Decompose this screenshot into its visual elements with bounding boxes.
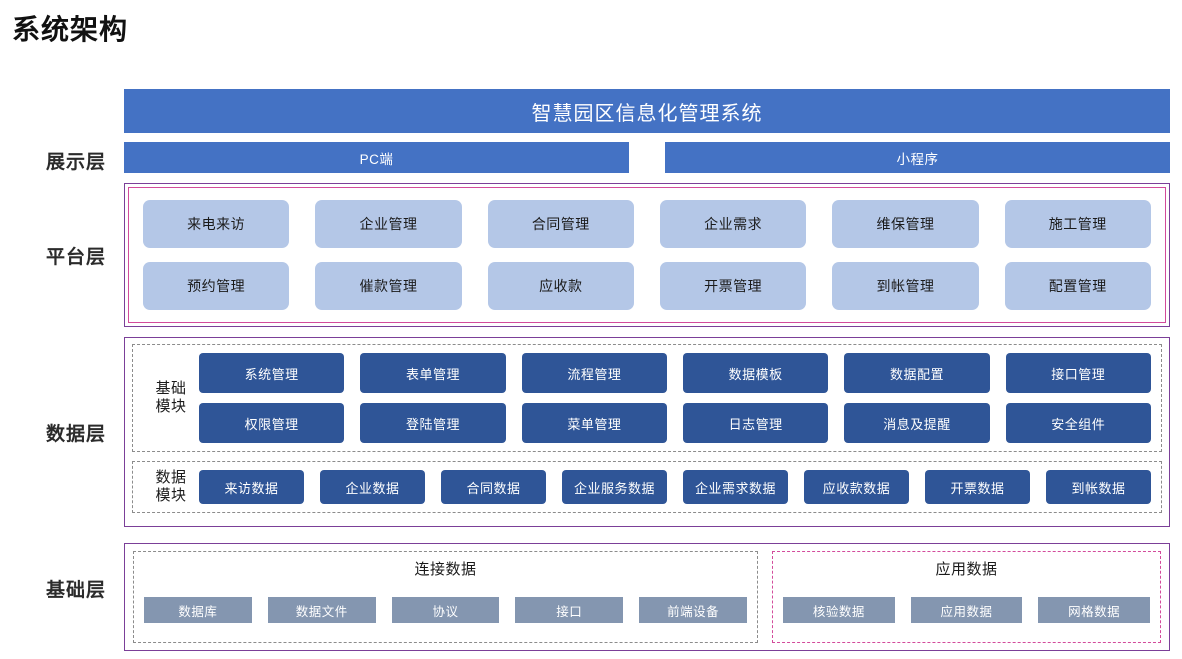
platform-layer-box: 来电来访 企业管理 合同管理 企业需求 维保管理 施工管理 预约管理 催款管理 …: [124, 183, 1170, 327]
basic-module-card[interactable]: 消息及提醒: [844, 403, 990, 443]
data-module-row: 来访数据 企业数据 合同数据 企业服务数据 企业需求数据 应收款数据 开票数据 …: [199, 470, 1151, 504]
platform-card[interactable]: 来电来访: [143, 200, 290, 248]
data-layer-box: 基础 模块 系统管理 表单管理 流程管理 数据模板 数据配置 接口管理 权限管理…: [124, 337, 1170, 527]
base-layer-box: 连接数据 数据库 数据文件 协议 接口 前端设备 应用数据 核验数据 应用数据 …: [124, 543, 1170, 651]
basic-module-grid: 系统管理 表单管理 流程管理 数据模板 数据配置 接口管理 权限管理 登陆管理 …: [199, 353, 1151, 443]
platform-card[interactable]: 开票管理: [659, 262, 807, 310]
data-module-card[interactable]: 到帐数据: [1046, 470, 1151, 504]
apply-data-chip[interactable]: 核验数据: [783, 597, 895, 623]
basic-module-box: 基础 模块 系统管理 表单管理 流程管理 数据模板 数据配置 接口管理 权限管理…: [132, 344, 1162, 452]
platform-card[interactable]: 企业管理: [315, 200, 462, 248]
data-module-grid: 来访数据 企业数据 合同数据 企业服务数据 企业需求数据 应收款数据 开票数据 …: [199, 470, 1151, 504]
basic-module-card[interactable]: 数据配置: [844, 353, 990, 393]
basic-module-card[interactable]: 表单管理: [360, 353, 506, 393]
apply-data-chip-row: 核验数据 应用数据 网格数据: [783, 588, 1151, 632]
basic-module-card[interactable]: 日志管理: [682, 403, 829, 443]
platform-layer-inner: 来电来访 企业管理 合同管理 企业需求 维保管理 施工管理 预约管理 催款管理 …: [128, 187, 1166, 323]
data-module-card[interactable]: 应收款数据: [804, 470, 909, 504]
data-module-card[interactable]: 企业服务数据: [562, 470, 667, 504]
data-module-card[interactable]: 来访数据: [199, 470, 304, 504]
basic-module-card[interactable]: 数据模板: [682, 353, 829, 393]
basic-module-row-2: 权限管理 登陆管理 菜单管理 日志管理 消息及提醒 安全组件: [199, 403, 1151, 443]
connect-data-chip[interactable]: 前端设备: [639, 597, 747, 623]
apply-data-title: 应用数据: [935, 561, 998, 578]
system-title-banner: 智慧园区信息化管理系统: [124, 89, 1170, 133]
apply-data-chip[interactable]: 应用数据: [910, 597, 1023, 623]
layer-label-platform: 平台层: [45, 247, 106, 268]
connect-data-chip[interactable]: 数据库: [144, 597, 252, 623]
platform-row-1: 来电来访 企业管理 合同管理 企业需求 维保管理 施工管理: [143, 200, 1151, 248]
platform-card[interactable]: 到帐管理: [832, 262, 979, 310]
data-module-card[interactable]: 开票数据: [925, 470, 1030, 504]
data-module-tag: 数据 模块: [143, 469, 199, 504]
platform-card[interactable]: 合同管理: [487, 200, 634, 248]
platform-card[interactable]: 应收款: [487, 262, 634, 310]
basic-module-card[interactable]: 菜单管理: [521, 403, 667, 443]
basic-module-card[interactable]: 流程管理: [521, 353, 667, 393]
apply-data-group: 应用数据 核验数据 应用数据 网格数据: [772, 551, 1161, 643]
client-endpoint-row: PC端 小程序: [124, 142, 1170, 173]
platform-card[interactable]: 配置管理: [1004, 262, 1151, 310]
data-module-tag-line1: 数据: [155, 469, 187, 487]
basic-module-card[interactable]: 登陆管理: [360, 403, 506, 443]
data-module-card[interactable]: 合同数据: [441, 470, 546, 504]
platform-card[interactable]: 企业需求: [659, 200, 807, 248]
client-miniprogram[interactable]: 小程序: [665, 142, 1170, 173]
basic-module-tag: 基础 模块: [143, 380, 199, 415]
basic-module-row-1: 系统管理 表单管理 流程管理 数据模板 数据配置 接口管理: [199, 353, 1151, 393]
connect-data-chip-row: 数据库 数据文件 协议 接口 前端设备: [144, 588, 747, 632]
data-module-box: 数据 模块 来访数据 企业数据 合同数据 企业服务数据 企业需求数据 应收款数据…: [132, 461, 1162, 513]
basic-module-card[interactable]: 系统管理: [199, 353, 345, 393]
client-pc[interactable]: PC端: [124, 142, 629, 173]
layer-label-display: 展示层: [45, 152, 106, 173]
connect-data-chip[interactable]: 接口: [515, 597, 624, 623]
connect-data-chip[interactable]: 数据文件: [267, 597, 376, 623]
basic-module-tag-line1: 基础: [155, 380, 187, 398]
page-title: 系统架构: [12, 14, 129, 45]
layer-label-data: 数据层: [45, 424, 106, 445]
platform-card[interactable]: 维保管理: [832, 200, 979, 248]
platform-row-2: 预约管理 催款管理 应收款 开票管理 到帐管理 配置管理: [143, 262, 1151, 310]
basic-module-card[interactable]: 安全组件: [1005, 403, 1151, 443]
platform-card[interactable]: 施工管理: [1004, 200, 1151, 248]
platform-card[interactable]: 预约管理: [143, 262, 290, 310]
data-module-tag-line2: 模块: [155, 487, 187, 504]
basic-module-tag-line2: 模块: [155, 398, 187, 415]
basic-module-card[interactable]: 接口管理: [1005, 353, 1151, 393]
basic-module-card[interactable]: 权限管理: [199, 403, 345, 443]
connect-data-title: 连接数据: [414, 561, 477, 578]
data-module-card[interactable]: 企业数据: [320, 470, 425, 504]
platform-card[interactable]: 催款管理: [315, 262, 462, 310]
connect-data-chip[interactable]: 协议: [391, 597, 500, 623]
apply-data-chip[interactable]: 网格数据: [1038, 597, 1151, 623]
connect-data-group: 连接数据 数据库 数据文件 协议 接口 前端设备: [133, 551, 758, 643]
layer-label-base: 基础层: [45, 580, 106, 601]
data-module-card[interactable]: 企业需求数据: [683, 470, 788, 504]
